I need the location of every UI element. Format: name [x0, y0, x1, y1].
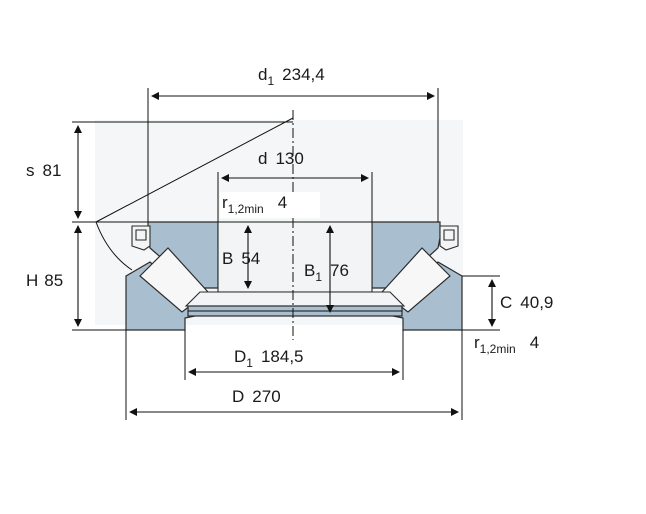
bearing-section	[125, 221, 463, 331]
cage-clip-left	[135, 229, 147, 241]
shaft-washer-bore	[217, 221, 373, 293]
cage-clip-right	[443, 229, 455, 241]
dimension-lines	[72, 88, 500, 420]
raceway-band	[184, 291, 406, 307]
label-r-top-bg	[220, 192, 320, 218]
